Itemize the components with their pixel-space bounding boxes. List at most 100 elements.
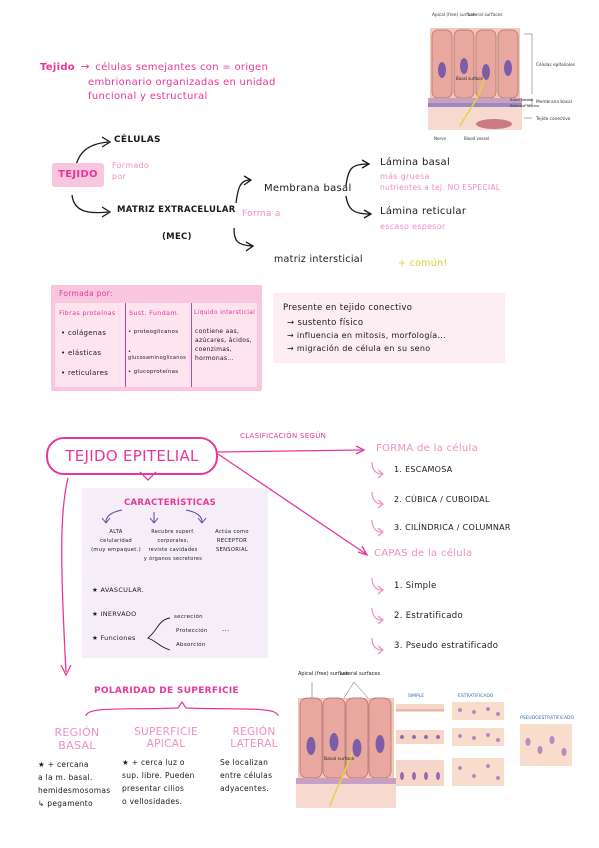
map-mec: (MEC) xyxy=(162,232,192,242)
region-basal-title-1: REGIÓN xyxy=(54,726,100,739)
type-estratificado-label: ESTRATIFICADO xyxy=(458,694,494,699)
map-lamina-reticular-note: escaso espesor xyxy=(380,222,446,231)
region-lateral: REGIÓN LATERAL Se localizan entre célula… xyxy=(220,726,288,795)
char-bullet-inervado: ★ INERVADO xyxy=(92,610,137,618)
table-header-fibras: Fibras proteínas xyxy=(59,309,116,317)
connective-title: Presente en tejido conectivo xyxy=(283,303,413,313)
intro-definition: Tejido → células semejantes con = origen… xyxy=(40,55,330,102)
table-header-liquido: Líquido intersticial xyxy=(194,309,256,316)
intro-line-2: embrionario organizadas en unidad xyxy=(88,77,276,88)
region-basal-title-2: BASAL xyxy=(58,739,96,752)
forma-item-2: 2. CÚBICA / CUBOIDAL xyxy=(394,495,490,504)
map-lamina-reticular: Lámina reticular xyxy=(380,206,467,217)
connective-item: → influencia en mitosis, morfología... xyxy=(287,331,446,340)
region-basal: REGIÓN BASAL ★ + cercana a la m. basal. … xyxy=(38,726,116,810)
table-col-sustancia: Sust. Fundam. • proteoglicanos • glucosa… xyxy=(125,303,192,387)
top-fig-nerve-label: Nerve xyxy=(434,136,446,141)
region-lateral-line: entre células xyxy=(220,771,273,780)
map-center-label: TEJIDO xyxy=(58,169,98,180)
char-bullet-funciones: ★ Funciones xyxy=(92,634,136,642)
region-apical-title-1: SUPERFICIE xyxy=(134,726,198,738)
map-formado-por: Formado por xyxy=(112,161,150,181)
epithelium-types-figure: SIMPLE ESTRATIFICADO PSEUDOESTRATIFICADO xyxy=(396,690,596,790)
intro-line-3: funcional y estructural xyxy=(88,91,208,102)
char-bullet-avascular: ★ AVASCULAR. xyxy=(92,586,144,594)
funcion-item: Protección xyxy=(176,628,208,634)
table-item: • glucosaminoglicanos xyxy=(128,349,186,361)
connective-item: → migración de célula en su seno xyxy=(287,344,431,353)
capas-item-2: 2. Estratificado xyxy=(394,611,463,621)
map-center-box: TEJIDO xyxy=(52,163,104,187)
region-apical-line: ★ + cerca luz o xyxy=(122,758,185,767)
epithelium-types-thumbs xyxy=(396,702,572,786)
table-item: • colágenas xyxy=(61,329,107,337)
map-lamina-basal-note-2: nutrientes a tej. NO ESPECIAL xyxy=(380,183,501,192)
char-col2: Recubre superf.corporales,reviste cavida… xyxy=(143,529,203,562)
intro-arrow: → xyxy=(80,60,90,73)
region-basal-line: ★ + cercana xyxy=(38,760,89,769)
top-fig-lateral-label: Lateral surfaces xyxy=(468,12,503,18)
type-pseudo-label: PSEUDOESTRATIFICADO xyxy=(520,716,575,721)
bottom-fig-apical-label: Apical (free) surface xyxy=(298,671,349,677)
table-title: Formada por: xyxy=(59,289,113,298)
capas-item-3: 3. Pseudo estratificado xyxy=(394,641,499,651)
region-lateral-title-1: REGIÓN xyxy=(232,726,276,738)
top-fig-epithelial-label: Células epiteliales xyxy=(536,61,576,68)
epithelium-diagram-bottom: Apical (free) surface Lateral surfaces B… xyxy=(296,671,396,808)
table-col-liquido: Líquido intersticial contiene aas, azúca… xyxy=(191,303,257,387)
map-lamina-basal: Lámina basal xyxy=(380,157,451,168)
funcion-item: secreción xyxy=(174,614,203,620)
table-header-sustancia: Sust. Fundam. xyxy=(129,309,180,317)
table-item: contiene aas, azúcares, ácidos, coenzima… xyxy=(195,328,252,362)
polaridad-title: POLARIDAD DE SUPERFICIE xyxy=(94,686,239,696)
top-fig-tejido-conectivo-label: Tejido conectivo xyxy=(535,116,571,122)
table-col-fibras: Fibras proteínas • colágenas • elásticas… xyxy=(55,303,126,387)
map-celulas: CÉLULAS xyxy=(114,135,161,145)
region-apical-line: presentar cilios xyxy=(122,784,185,793)
characteristics-arrows xyxy=(101,509,207,524)
forma-item-3: 3. CILÍNDRICA / COLUMNAR xyxy=(394,523,511,532)
characteristics-title: CARACTERÍSTICAS xyxy=(124,498,217,508)
funcion-item: Absorción xyxy=(176,642,206,648)
epithelial-arrows xyxy=(60,445,384,677)
table-item: • proteoglicanos xyxy=(128,329,179,335)
top-fig-apical-label: Apical (free) surface xyxy=(432,12,476,18)
region-apical: SUPERFICIE APICAL ★ + cerca luz o sup. l… xyxy=(122,726,210,808)
top-fig-membrana-basal-label: Membrana basal xyxy=(536,99,572,105)
type-simple-label: SIMPLE xyxy=(408,694,425,699)
epithelium-diagram-top: Apical (free) surface Lateral surfaces C… xyxy=(428,12,576,141)
polaridad-brace xyxy=(85,700,279,717)
epithelial-title: TEJIDO EPITELIAL xyxy=(65,447,199,465)
region-basal-line: ↳ pegamento xyxy=(38,799,93,808)
map-lamina-basal-note-1: más gruesa xyxy=(380,172,430,181)
connective-item: → sustento físico xyxy=(287,318,364,328)
top-fig-blood-vessel-label: Blood vessel xyxy=(464,136,489,141)
table-item: • reticulares xyxy=(61,369,109,377)
table-item: • elásticas xyxy=(61,349,102,357)
top-fig-basal-lamina-label: Basal lamina xyxy=(510,98,533,102)
top-fig-basal-surface-label: Basal surface xyxy=(456,76,483,81)
map-matriz-intersticial: matriz intersticial xyxy=(274,254,363,265)
composition-table: Formada por: Fibras proteínas • colágena… xyxy=(51,285,262,391)
region-apical-title-2: APICAL xyxy=(146,738,186,750)
connective-box: Presente en tejido conectivo → sustento … xyxy=(273,293,505,363)
intro-term: Tejido xyxy=(40,62,75,73)
region-apical-line: sup. libre. Pueden xyxy=(122,771,195,780)
epithelial-title-box: TEJIDO EPITELIAL xyxy=(46,437,218,475)
top-fig-reticular-lamina-label: Reticular lamina xyxy=(510,104,539,108)
forma-item-1: 1. ESCAMOSA xyxy=(394,465,453,474)
capas-title: CAPAS de la célula xyxy=(374,548,473,559)
table-item: • glucoproteínas xyxy=(128,369,179,375)
capas-item-1: 1. Simple xyxy=(394,581,437,591)
map-mas-comun: + común! xyxy=(398,258,448,269)
region-lateral-line: adyacentes. xyxy=(220,784,270,793)
region-apical-line: o vellosidades. xyxy=(122,797,183,806)
forma-title: FORMA de la célula xyxy=(376,443,479,454)
map-membrana-basal: Membrana basal xyxy=(264,183,352,194)
region-basal-line: a la m. basal. xyxy=(38,773,93,782)
bottom-fig-lateral-label: Lateral surfaces xyxy=(340,671,380,677)
bottom-fig-basal-label: Basal surface xyxy=(324,756,354,762)
region-basal-line: hemidesmosomas xyxy=(38,786,111,795)
